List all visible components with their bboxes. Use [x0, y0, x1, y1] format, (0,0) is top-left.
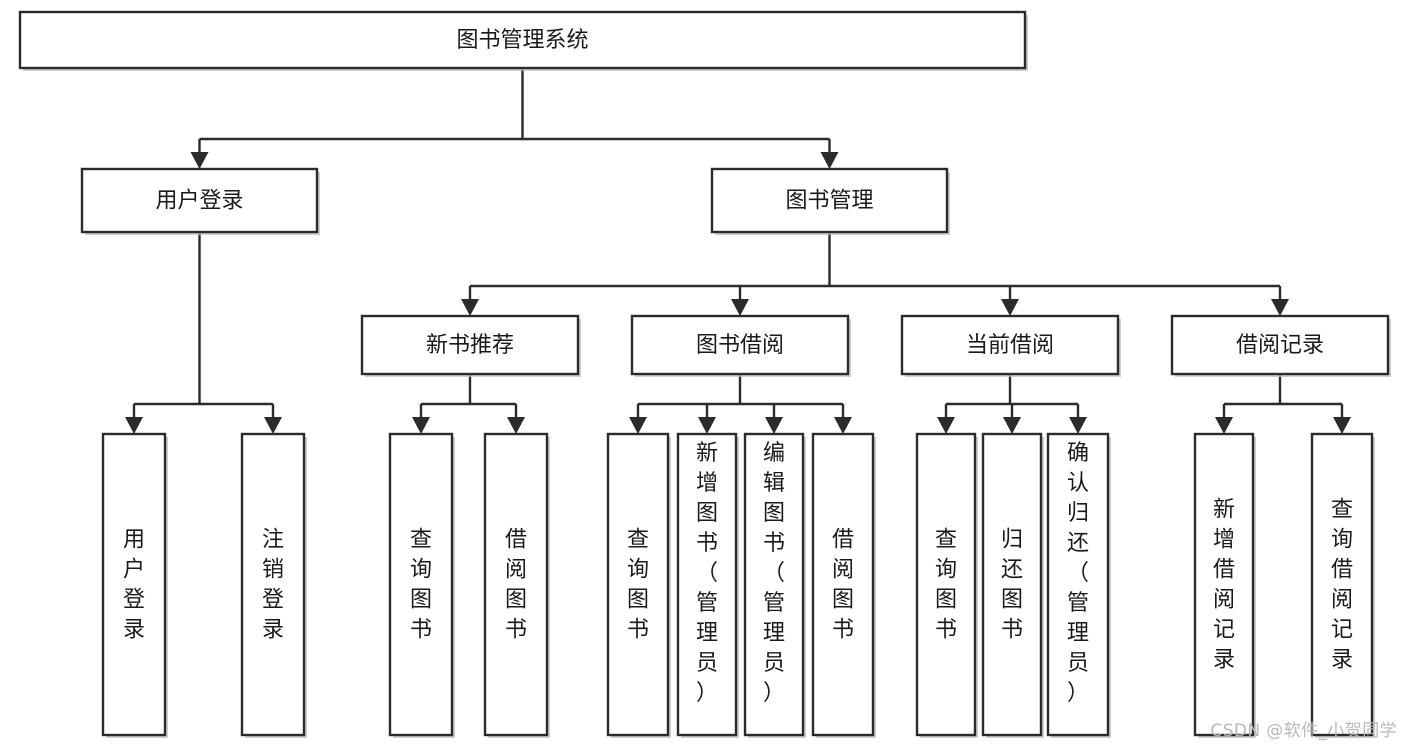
- node-root[interactable]: 图书管理系统: [18, 10, 1028, 71]
- node-new-book-rec[interactable]: 新书推荐: [360, 314, 581, 377]
- node-borrow-record[interactable]: 借阅记录: [1170, 314, 1391, 377]
- node-label: 查询图书: [410, 528, 432, 643]
- node-label: 借阅图书: [832, 528, 854, 643]
- edge-group-book-borrow: [629, 374, 852, 434]
- edge-arrow-icon: [834, 417, 852, 434]
- node-label: 新书推荐: [426, 333, 514, 358]
- node-rect[interactable]: [1046, 432, 1110, 737]
- node-label: 查询借阅记录: [1331, 498, 1353, 673]
- node-rect[interactable]: [630, 314, 850, 376]
- edge-arrow-icon: [937, 417, 955, 434]
- node-rect[interactable]: [1310, 432, 1374, 737]
- node-current-borrow[interactable]: 当前借阅: [900, 314, 1121, 377]
- node-label: 新增图书（管理员）: [696, 441, 718, 706]
- node-book-manage[interactable]: 图书管理: [710, 167, 950, 235]
- node-label: 编辑图书（管理员）: [763, 441, 785, 706]
- edge-arrow-icon: [461, 299, 479, 316]
- node-leaf-query-book-3[interactable]: 查询图书: [915, 432, 978, 738]
- node-rect[interactable]: [981, 432, 1043, 737]
- node-rect[interactable]: [1193, 432, 1255, 737]
- node-label: 图书管理系统: [456, 28, 588, 53]
- edge-arrow-icon: [1003, 417, 1021, 434]
- node-rect[interactable]: [18, 10, 1027, 70]
- edge-group-root: [190, 68, 839, 169]
- node-label: 查询图书: [627, 528, 649, 643]
- node-rect[interactable]: [240, 432, 306, 737]
- node-leaf-borrow-book-1[interactable]: 借阅图书: [483, 432, 550, 738]
- node-label: 确认归还（管理员）: [1067, 441, 1089, 706]
- node-label: 借阅图书: [505, 528, 527, 643]
- edges-layer: [125, 68, 1351, 434]
- node-rect[interactable]: [1170, 314, 1390, 376]
- edge-arrow-icon: [507, 417, 525, 434]
- node-rect[interactable]: [360, 314, 580, 376]
- node-rect[interactable]: [388, 432, 454, 737]
- edge-arrow-icon: [1001, 299, 1019, 316]
- node-leaf-logout[interactable]: 注销登录: [240, 432, 307, 738]
- node-rect[interactable]: [743, 432, 805, 737]
- node-rect[interactable]: [900, 314, 1120, 376]
- node-leaf-add-record[interactable]: 新增借阅记录: [1193, 432, 1256, 738]
- edge-arrow-icon: [1215, 417, 1233, 434]
- edge-arrow-icon: [264, 417, 282, 434]
- node-user-login[interactable]: 用户登录: [80, 167, 320, 235]
- edge-arrow-icon: [125, 417, 143, 434]
- edge-arrow-icon: [412, 417, 430, 434]
- node-label: 用户登录: [123, 528, 145, 643]
- nodes-layer: 图书管理系统用户登录图书管理新书推荐图书借阅当前借阅借阅记录用户登录注销登录查询…: [18, 10, 1391, 738]
- node-label: 借阅记录: [1236, 333, 1324, 358]
- node-leaf-borrow-book-2[interactable]: 借阅图书: [811, 432, 876, 738]
- node-rect[interactable]: [676, 432, 738, 737]
- edge-group-current-borrow: [937, 374, 1087, 434]
- node-label: 注销登录: [262, 528, 284, 643]
- node-label: 图书管理: [785, 189, 873, 214]
- node-leaf-query-record[interactable]: 查询借阅记录: [1310, 432, 1375, 738]
- node-rect[interactable]: [811, 432, 875, 737]
- edge-arrow-icon: [1333, 417, 1351, 434]
- node-label: 用户登录: [155, 189, 243, 214]
- node-rect[interactable]: [80, 167, 319, 234]
- edge-arrow-icon: [698, 417, 716, 434]
- node-leaf-user-login[interactable]: 用户登录: [101, 432, 168, 738]
- node-label: 查询图书: [935, 528, 957, 643]
- edge-arrow-icon: [1271, 299, 1289, 316]
- edge-arrow-icon: [1069, 417, 1087, 434]
- node-rect[interactable]: [915, 432, 977, 737]
- csdn-watermark: CSDN @软件_小贺同学: [1210, 721, 1397, 741]
- node-leaf-edit-book[interactable]: 编辑图书（管理员）: [743, 432, 806, 738]
- edge-group-borrow-record: [1215, 374, 1351, 434]
- edge-arrow-icon: [731, 299, 749, 316]
- node-leaf-query-book-2[interactable]: 查询图书: [606, 432, 671, 738]
- node-label: 当前借阅: [966, 333, 1054, 358]
- node-leaf-return-book[interactable]: 归还图书: [981, 432, 1044, 738]
- node-leaf-confirm-return[interactable]: 确认归还（管理员）: [1046, 432, 1111, 738]
- node-label: 图书借阅: [696, 333, 784, 358]
- node-leaf-query-book-1[interactable]: 查询图书: [388, 432, 455, 738]
- edge-arrow-icon: [190, 152, 209, 169]
- node-rect[interactable]: [710, 167, 949, 234]
- node-label: 新增借阅记录: [1213, 498, 1235, 673]
- edge-arrow-icon: [820, 152, 839, 169]
- node-rect[interactable]: [101, 432, 167, 737]
- edge-arrow-icon: [765, 417, 783, 434]
- edge-group-user-login: [125, 232, 282, 434]
- node-leaf-add-book[interactable]: 新增图书（管理员）: [676, 432, 739, 738]
- edge-arrow-icon: [629, 417, 647, 434]
- node-label: 归还图书: [1001, 528, 1023, 643]
- node-rect[interactable]: [606, 432, 670, 737]
- node-book-borrow[interactable]: 图书借阅: [630, 314, 851, 377]
- edge-group-new-book-rec: [412, 374, 525, 434]
- edge-group-book-manage: [461, 232, 1289, 316]
- node-rect[interactable]: [483, 432, 549, 737]
